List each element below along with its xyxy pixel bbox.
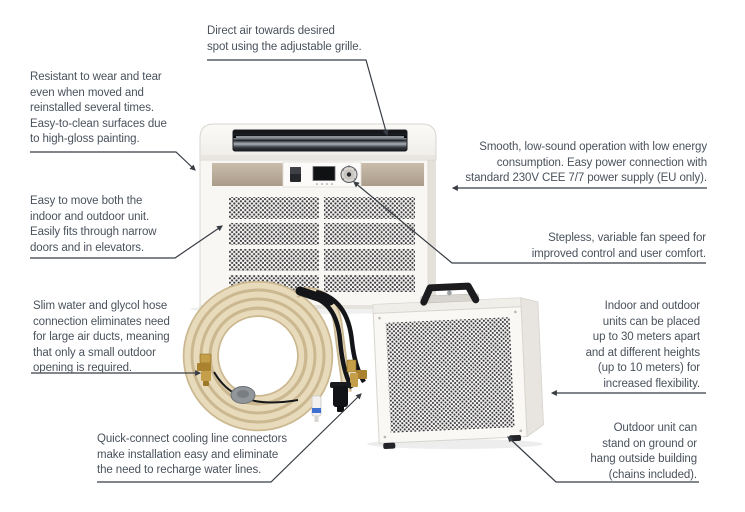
callout-line: indoor and outdoor unit. — [30, 210, 150, 223]
indoor-unit-illustration — [199, 123, 437, 309]
callout-line: make installation easy and eliminate — [97, 448, 279, 461]
power-switch — [290, 167, 301, 182]
callout-line: stand on ground or — [602, 437, 697, 450]
vent-panels — [229, 197, 415, 292]
outdoor-unit-foot — [383, 442, 396, 450]
adjustable-grille — [232, 129, 408, 152]
callout-line: Stepless, variable fan speed for — [548, 232, 706, 244]
callout-line: increased flexibility. — [603, 377, 700, 390]
drain-connector — [311, 395, 322, 422]
leader-lines — [30, 59, 707, 483]
callout-line: doors and in elevators. — [30, 241, 145, 254]
callout-line: opening is required. — [33, 362, 133, 374]
hose-end-cap — [330, 382, 351, 412]
callout-line: Easy to move both the — [30, 195, 143, 207]
callout-line: (up to 10 meters) for — [597, 362, 700, 374]
callout-outdoor-mounting: Outdoor unit can stand on ground or hang… — [557, 421, 697, 483]
hose-coil-illustration — [182, 280, 367, 432]
outdoor-vent-panel — [385, 317, 515, 433]
top-cap-shadow — [201, 155, 435, 159]
callout-line: Easy-to-clean surfaces due — [30, 117, 167, 130]
leader-line-grille — [207, 59, 389, 137]
indoor-unit-bottom-edge — [200, 305, 436, 308]
leader-line-quick-connect — [97, 393, 362, 483]
callout-line: reinstalled several times. — [30, 102, 154, 114]
leader-line-fan-speed — [353, 181, 706, 264]
outdoor-unit-illustration — [372, 282, 544, 450]
callout-hose-connection: Slim water and glycol hose connection el… — [33, 299, 208, 377]
callout-line: consumption. Easy power connection with — [496, 156, 707, 169]
callout-fan-speed: Stepless, variable fan speed for improve… — [496, 231, 706, 262]
callout-line: the need to recharge water lines. — [97, 464, 262, 476]
callout-line: hang outside building — [590, 453, 697, 465]
carry-handle — [420, 282, 480, 306]
callout-line: connection eliminates need — [33, 315, 170, 328]
status-display — [312, 166, 336, 185]
leader-line-mobility — [30, 225, 223, 259]
callout-line: Smooth, low-sound operation with low ene… — [479, 141, 707, 153]
callout-line: that only a small outdoor — [33, 346, 156, 359]
callout-placement: Indoor and outdoor units can be placed u… — [550, 299, 701, 392]
callout-mobility: Easy to move both the indoor and outdoor… — [30, 194, 200, 256]
callout-line: up to 30 meters apart — [592, 331, 700, 343]
quick-connectors-right — [346, 359, 367, 387]
fan-speed-knob — [340, 165, 358, 183]
trim-band — [212, 161, 424, 188]
callout-quick-connect: Quick-connect cooling line connectors ma… — [97, 432, 312, 479]
callout-line: Slim water and glycol hose — [33, 300, 168, 312]
callout-line: (chains included). — [608, 468, 697, 481]
indoor-unit-side — [428, 160, 436, 308]
callout-line: to high-gloss painting. — [30, 133, 140, 145]
suction-disc — [230, 386, 256, 404]
callout-line: spot using the adjustable grille. — [207, 40, 362, 53]
callout-line: units can be placed — [602, 315, 700, 328]
callout-grille: Direct air towards desired spot using th… — [207, 24, 397, 55]
callout-line: Quick-connect cooling line connectors — [97, 433, 287, 445]
leader-line-outdoor-mounting — [507, 436, 699, 483]
callout-line: for large air ducts, meaning — [33, 331, 170, 343]
callout-line: improved control and user comfort. — [531, 247, 706, 260]
callout-line: Direct air towards desired — [207, 25, 335, 37]
callout-line: and at different heights — [585, 346, 701, 359]
callout-line: even when moved and — [30, 86, 144, 99]
callout-durability: Resistant to wear and tear even when mov… — [30, 70, 205, 148]
callout-power: Smooth, low-sound operation with low ene… — [437, 140, 707, 187]
callout-line: Indoor and outdoor — [604, 300, 700, 312]
quick-connector-left — [197, 353, 212, 386]
callout-line: Easily fits through narrow — [30, 226, 157, 238]
callout-line: Resistant to wear and tear — [30, 71, 162, 83]
leader-line-durability — [30, 151, 196, 171]
callout-line: standard 230V CEE 7/7 power supply (EU o… — [465, 172, 707, 184]
callout-line: Outdoor unit can — [613, 422, 698, 434]
